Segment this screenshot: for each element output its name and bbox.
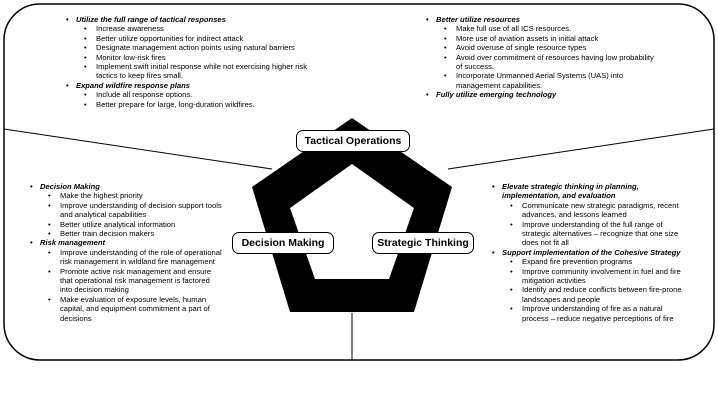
- section-heading: Risk management: [30, 238, 222, 248]
- bullet-item: Identify and reduce conflicts between fi…: [510, 285, 688, 304]
- bullet-item: Promote active risk management and ensur…: [48, 267, 222, 295]
- bullet-item: Designate management action points using…: [84, 43, 316, 53]
- pentagon-ring: [252, 118, 452, 312]
- bullet-item: Communicate new strategic paradigms, rec…: [510, 201, 688, 220]
- bullet-item: Monitor low-risk fires: [84, 53, 316, 63]
- bullet-item: Implement swift initial response while n…: [84, 62, 316, 81]
- section-heading: Better utilize resources: [426, 15, 654, 25]
- bullet-item: Improve understanding of decision suppor…: [48, 201, 222, 220]
- bullet-item: Avoid overuse of single resource types: [444, 43, 654, 53]
- bullet-list: Increase awarenessBetter utilize opportu…: [66, 24, 316, 80]
- bullet-item: Better prepare for large, long-duration …: [84, 100, 316, 110]
- strategic-thinking-label: Strategic Thinking: [372, 232, 474, 254]
- bullet-item: Improve community involvement in fuel an…: [510, 267, 688, 286]
- decision-making-label: Decision Making: [232, 232, 334, 254]
- resources-panel: Better utilize resourcesMake full use of…: [426, 15, 654, 100]
- bullet-item: Increase awareness: [84, 24, 316, 34]
- bullet-list: Expand fire prevention programsImprove c…: [492, 257, 688, 323]
- bullet-list: Improve understanding of the role of ope…: [30, 248, 222, 323]
- bullet-item: Avoid over commitment of resources havin…: [444, 53, 654, 72]
- bullet-item: Incorporate Unmanned Aerial Systems (UAS…: [444, 71, 654, 90]
- section-heading: Support implementation of the Cohesive S…: [492, 248, 688, 258]
- bullet-item: Better utilize opportunities for indirec…: [84, 34, 316, 44]
- section-heading: Elevate strategic thinking in planning, …: [492, 182, 688, 201]
- bullet-item: Include all response options.: [84, 90, 316, 100]
- bullet-item: Make full use of all ICS resources.: [444, 24, 654, 34]
- section-heading: Expand wildfire response plans: [66, 81, 316, 91]
- bullet-list: Make full use of all ICS resources.More …: [426, 24, 654, 90]
- section-heading: Decision Making: [30, 182, 222, 192]
- bullet-list: Make the highest priorityImprove underst…: [30, 191, 222, 238]
- bullet-item: Improve understanding of fire as a natur…: [510, 304, 688, 323]
- tactical-operations-panel: Utilize the full range of tactical respo…: [66, 15, 316, 109]
- outer-frame: [3, 3, 715, 361]
- section-heading: Utilize the full range of tactical respo…: [66, 15, 316, 25]
- strategic-thinking-panel: Elevate strategic thinking in planning, …: [492, 182, 688, 323]
- divider-right: [447, 128, 715, 170]
- bullet-item: Better train decision makers: [48, 229, 222, 239]
- bullet-item: Improve understanding of the role of ope…: [48, 248, 222, 267]
- bullet-item: Make the highest priority: [48, 191, 222, 201]
- bullet-item: Better utilize analytical information: [48, 220, 222, 230]
- divider-left: [3, 128, 273, 170]
- bullet-item: Expand fire prevention programs: [510, 257, 688, 267]
- decision-making-panel: Decision MakingMake the highest priority…: [30, 182, 222, 323]
- bullet-item: Make evaluation of exposure levels, huma…: [48, 295, 222, 323]
- bullet-item: Improve understanding of the full range …: [510, 220, 688, 248]
- bullet-list: Include all response options.Better prep…: [66, 90, 316, 109]
- bullet-list: Communicate new strategic paradigms, rec…: [492, 201, 688, 248]
- tactical-operations-label: Tactical Operations: [296, 130, 410, 152]
- bullet-item: More use of aviation assets in initial a…: [444, 34, 654, 44]
- section-heading: Fully utilize emerging technology: [426, 90, 654, 100]
